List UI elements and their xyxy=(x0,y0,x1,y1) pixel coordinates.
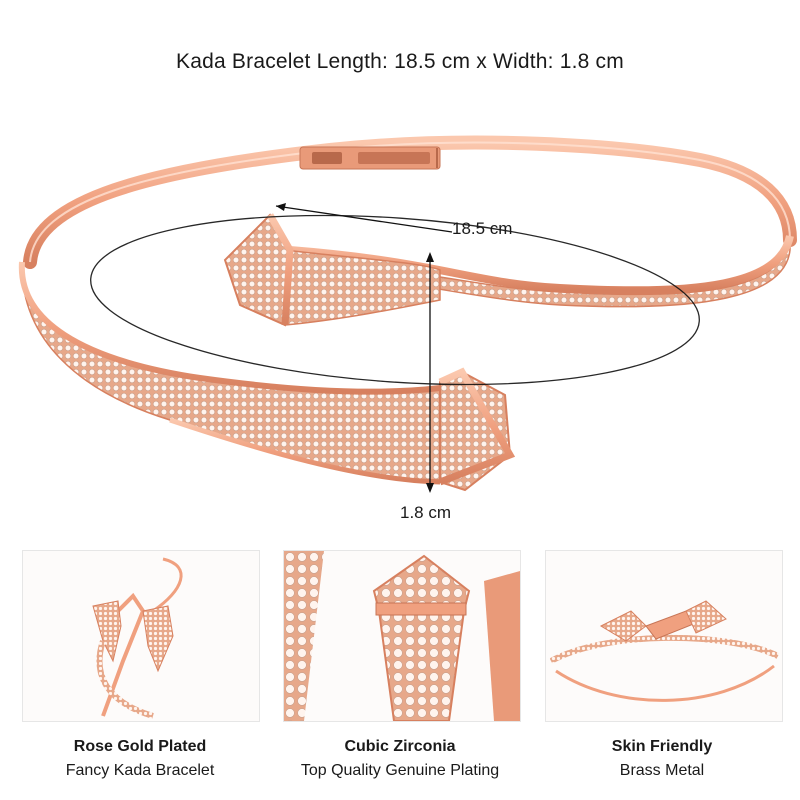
feature-subtext: Top Quality Genuine Plating xyxy=(300,762,500,779)
feature-subtext: Brass Metal xyxy=(619,762,705,779)
feature-heading: Rose Gold Plated xyxy=(73,738,207,755)
product-title: Kada Bracelet Length: 18.5 cm x Width: 1… xyxy=(176,50,624,73)
feature-image-rose-gold xyxy=(22,550,260,722)
bracelet-hero-image xyxy=(0,100,800,540)
feature-subtext: Fancy Kada Bracelet xyxy=(65,762,215,779)
feature-image-skin-friendly xyxy=(545,550,783,722)
feature-caption-2: Cubic Zirconia Top Quality Genuine Plati… xyxy=(270,738,530,780)
feature-heading: Skin Friendly xyxy=(611,738,713,755)
feature-caption-1: Rose Gold Plated Fancy Kada Bracelet xyxy=(10,738,270,780)
feature-caption-3: Skin Friendly Brass Metal xyxy=(532,738,792,780)
feature-image-cubic-zirconia xyxy=(283,550,521,722)
width-dimension-label: 1.8 cm xyxy=(400,503,452,522)
length-dimension-label: 18.5 cm xyxy=(452,219,513,238)
feature-heading: Cubic Zirconia xyxy=(344,738,456,755)
